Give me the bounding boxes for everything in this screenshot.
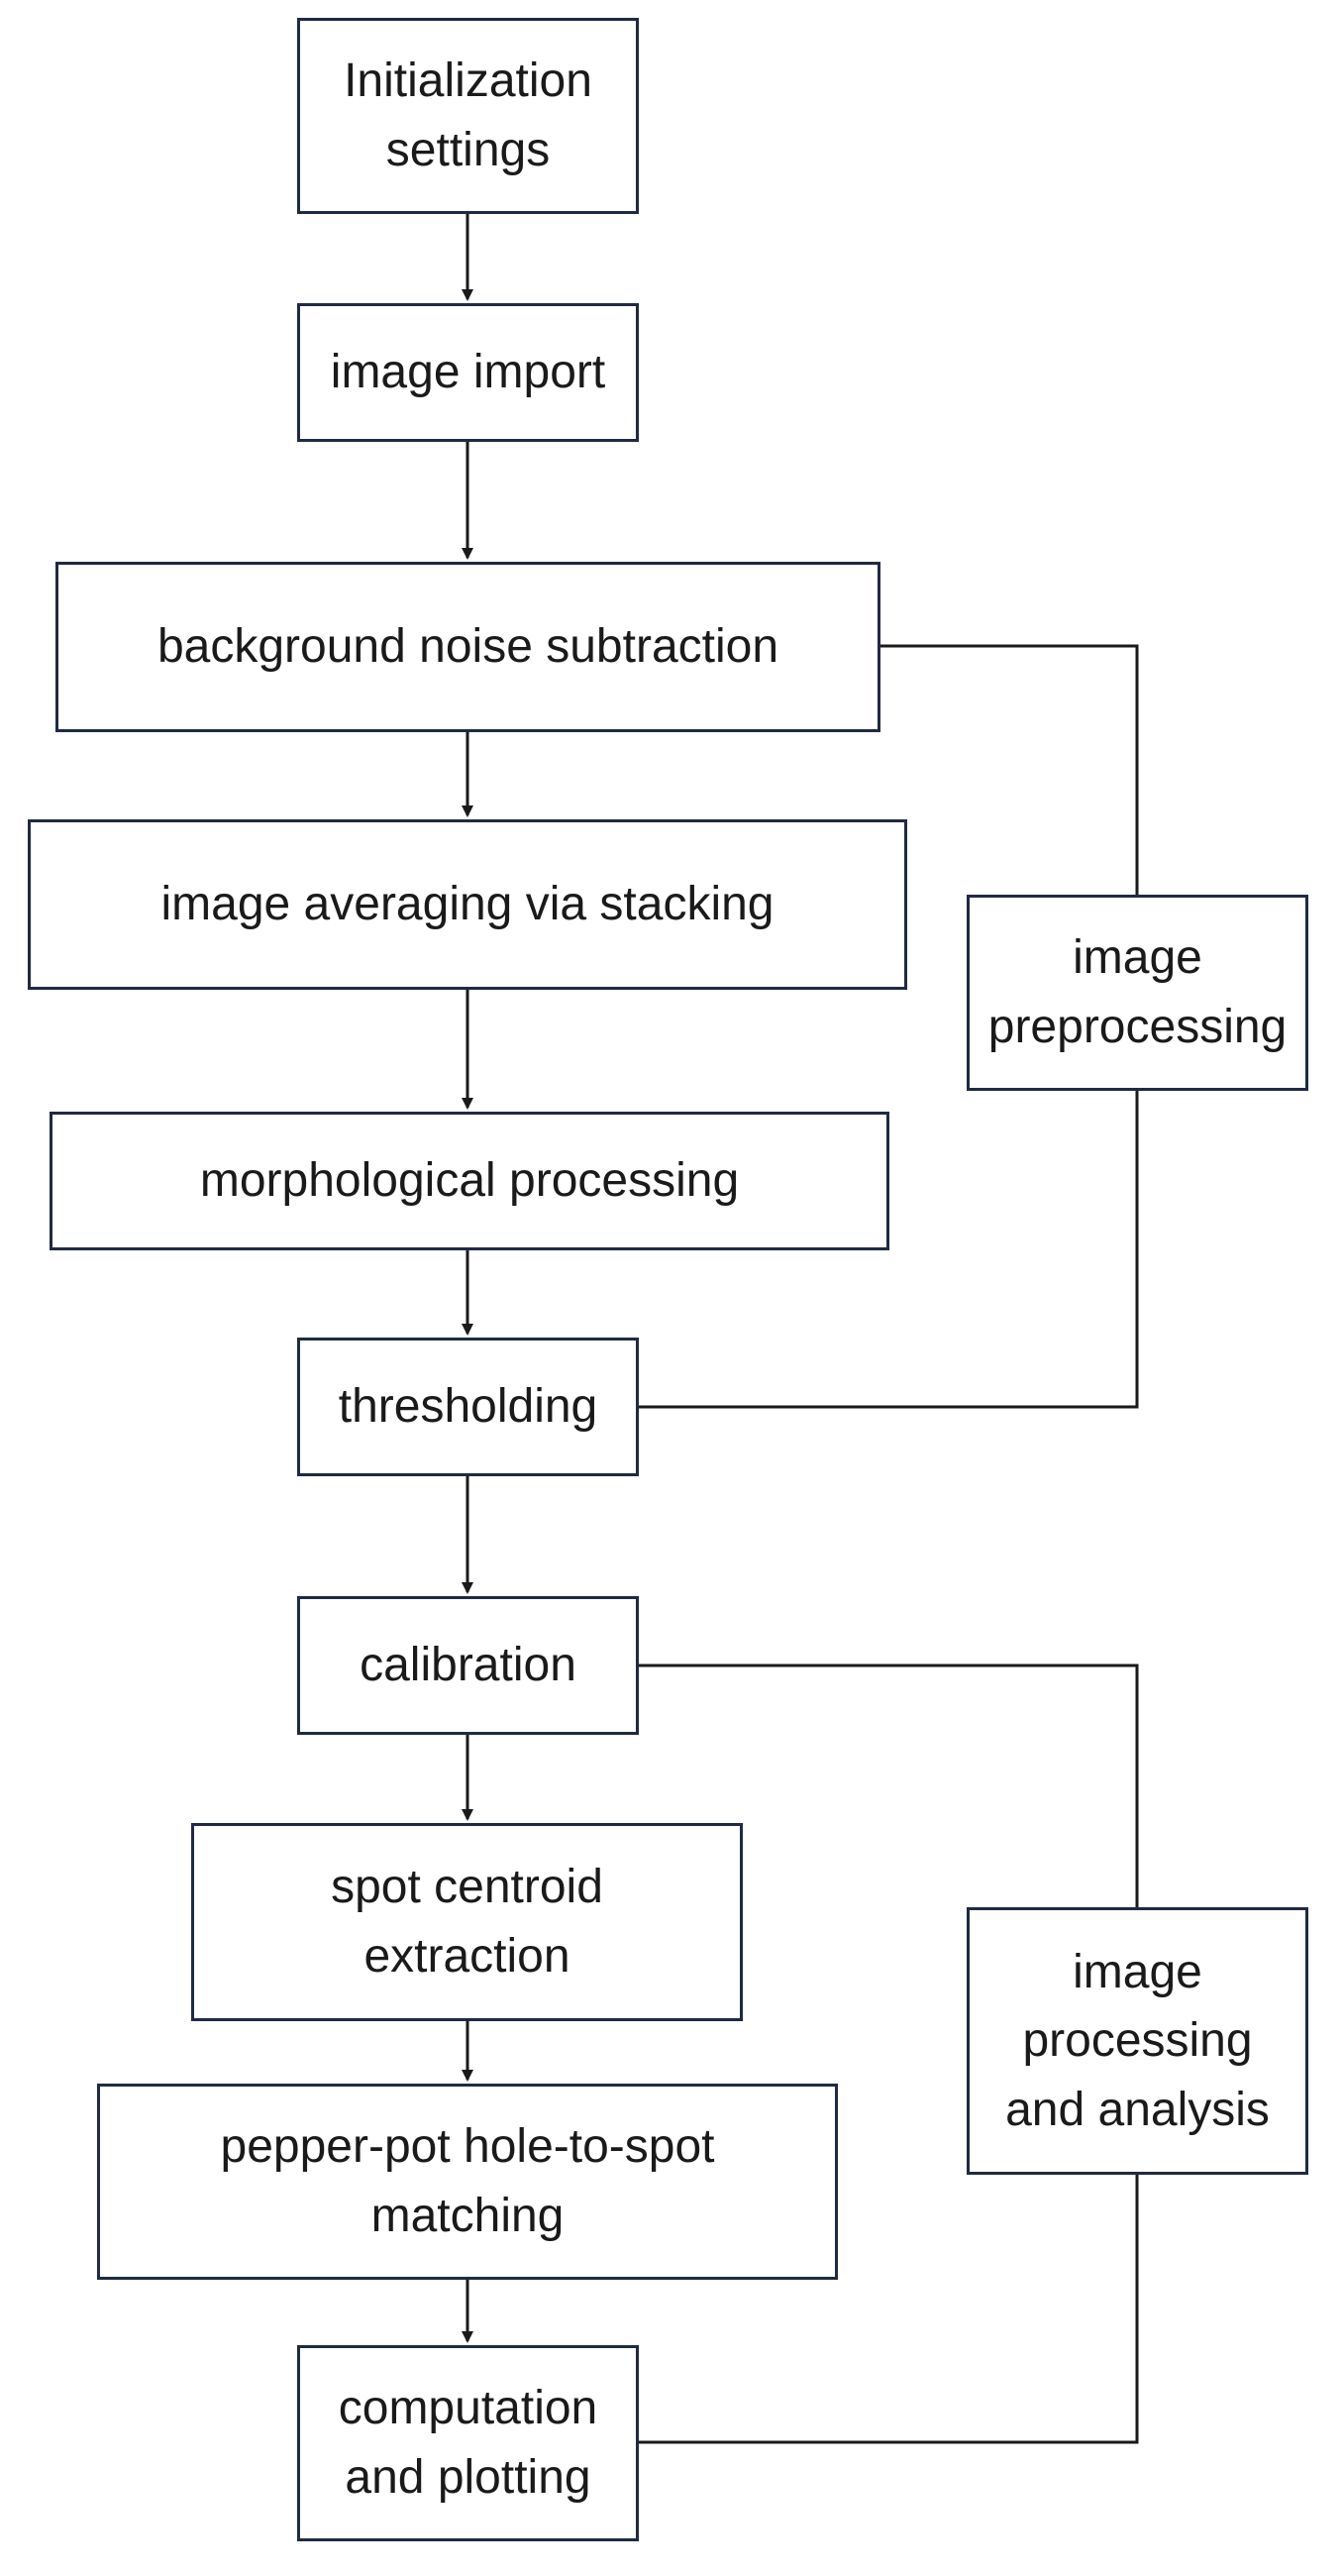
node-spot-centroid-extraction: spot centroid extraction (191, 1823, 743, 2021)
bracket-analysis-bottom (639, 2175, 1139, 2444)
node-label-line: morphological processing (199, 1154, 740, 1208)
node-label-line: image import (330, 346, 606, 399)
node-label-line: Initialization (344, 54, 592, 108)
node-label-line: preprocessing (987, 1001, 1288, 1053)
node-label-line: thresholding (338, 1380, 598, 1434)
node-label-line: and analysis (1005, 2083, 1270, 2136)
node-label-line: computation (338, 2382, 598, 2435)
node-label-line: pepper-pot hole-to-spot (220, 2120, 715, 2174)
node-calibration: calibration (297, 1596, 639, 1735)
node-label-line: image (1073, 931, 1202, 985)
node-label-line: matching (370, 2190, 565, 2242)
node-thresholding: thresholding (297, 1338, 639, 1476)
node-image-import: image import (297, 303, 639, 442)
node-label-line: calibration (360, 1639, 576, 1692)
group-label-image-preprocessing: image preprocessing (967, 895, 1308, 1091)
node-image-averaging: image averaging via stacking (28, 819, 907, 990)
node-label-line: image averaging via stacking (160, 878, 775, 931)
bracket-analysis-top (639, 1664, 1139, 1907)
node-label-line: spot centroid (331, 1861, 603, 1914)
node-label-line: image (1073, 1945, 1202, 1998)
node-computation-and-plotting: computation and plotting (297, 2345, 639, 2541)
node-initialization-settings: Initialization settings (297, 18, 639, 214)
node-background-noise-subtraction: background noise subtraction (55, 562, 880, 732)
bracket-preprocessing-bottom (639, 1091, 1139, 1409)
node-label-line: extraction (363, 1930, 570, 1983)
node-pepper-pot-matching: pepper-pot hole-to-spot matching (97, 2084, 838, 2280)
node-label-line: processing (1022, 2014, 1253, 2068)
group-label-image-processing-and-analysis: image processing and analysis (967, 1907, 1308, 2175)
node-label-line: and plotting (345, 2451, 591, 2504)
node-morphological-processing: morphological processing (50, 1112, 889, 1250)
node-label-line: settings (385, 124, 551, 176)
node-label-line: background noise subtraction (156, 620, 779, 674)
bracket-preprocessing-top (880, 644, 1139, 895)
